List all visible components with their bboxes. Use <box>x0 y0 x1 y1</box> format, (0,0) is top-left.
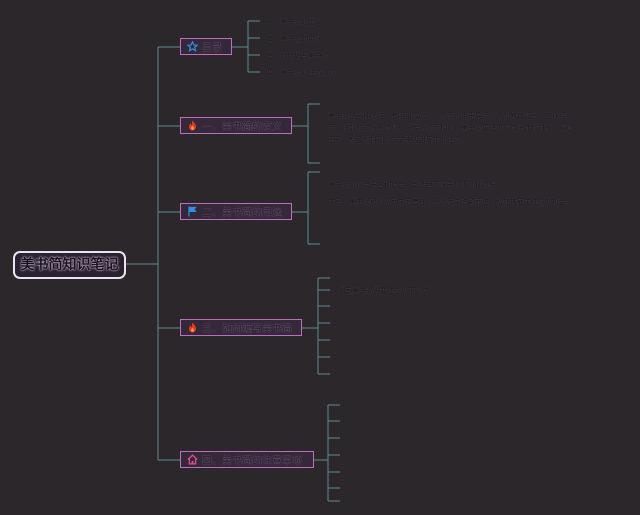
definition-line: 历、技能和成就等信息。与传统简历相比，美书简更注重视觉设计和排版，通过 <box>328 124 573 132</box>
contents-item[interactable]: 一、美书简的定义 <box>266 18 322 26</box>
definition-text[interactable]: 美书简是一种简洁、有吸引力的个人简历，用于展示个人的教育背景、工作经 历、技能和… <box>328 110 628 146</box>
topic-contents[interactable]: 目录 <box>180 38 232 55</box>
usage-item[interactable]: 美书简可以用于各种场合，包括但不限于以下几种情况： <box>328 181 503 189</box>
flag-icon <box>188 206 197 217</box>
fire-icon <box>189 322 196 333</box>
contents-item[interactable]: 二、美书简的用途 <box>266 35 322 43</box>
topic-usage[interactable]: 二、美书简的用途 <box>180 203 292 220</box>
contents-item[interactable]: 四、美书简的注意事项 <box>266 69 336 77</box>
topic-label: 三、如何编写美书简 <box>202 324 292 335</box>
definition-line: 图形、颜色和排列的方式来吸引雇主的注意。 <box>328 136 468 144</box>
fire-icon <box>189 120 196 131</box>
topic-label: 目录 <box>202 43 222 54</box>
topic-label: 二、美书简的用途 <box>202 208 282 219</box>
root-topic[interactable]: 美书简知识笔记 <box>13 251 126 279</box>
definition-line: 美书简是一种简洁、有吸引力的个人简历，用于展示个人的教育背景、工作经 <box>328 112 566 120</box>
usage-item[interactable]: 求职：美书简可以帮助求职者在众多简历中脱颖而出，增加被雇主注意的机会。 <box>328 198 573 206</box>
home-icon <box>187 454 198 465</box>
topic-label: 四、美书简的注意事项 <box>202 456 302 467</box>
topic-definition[interactable]: 一、美书简的定义 <box>180 117 292 134</box>
star-icon <box>187 41 198 52</box>
topic-label: 一、美书简的定义 <box>202 122 282 133</box>
topic-precautions[interactable]: 四、美书简的注意事项 <box>180 451 314 468</box>
topic-how-to-write[interactable]: 三、如何编写美书简 <box>180 319 302 336</box>
contents-item[interactable]: 三、如何编写美书简 <box>266 52 329 60</box>
how-to-item[interactable]: 编写美书简需要注意以下几点： <box>338 287 436 295</box>
